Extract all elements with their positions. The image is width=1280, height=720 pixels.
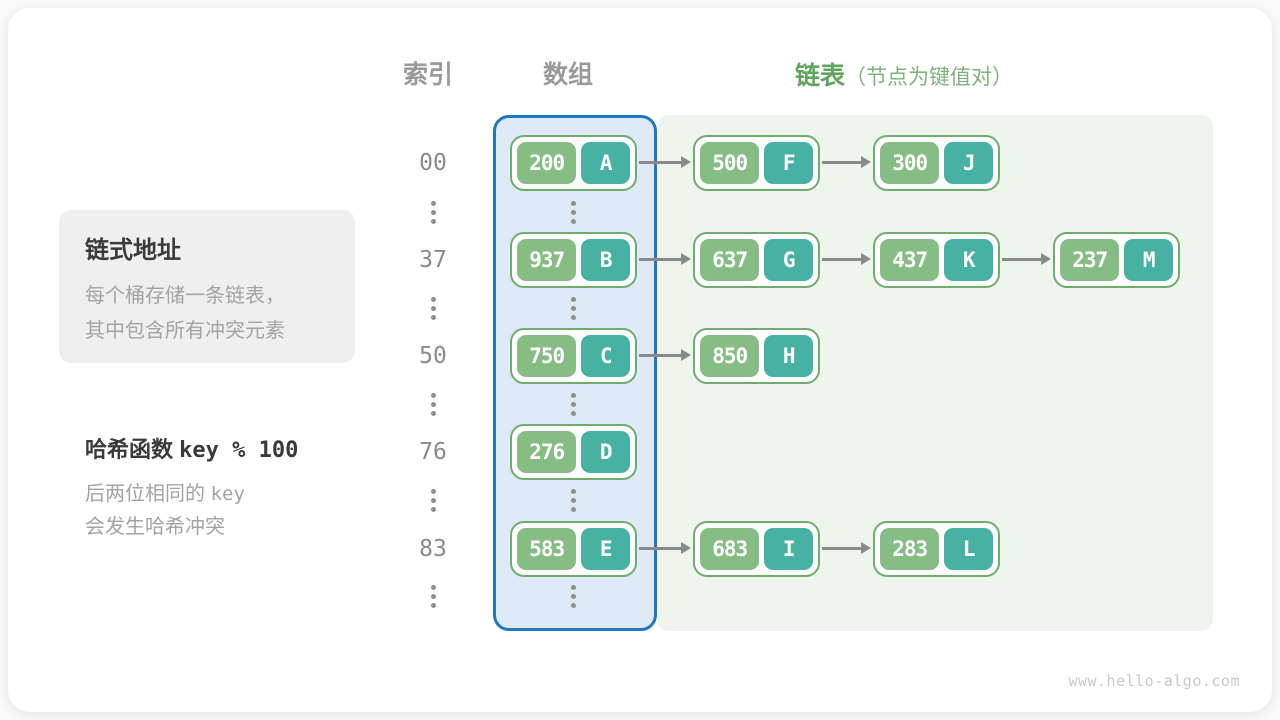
hash-note-line1: 后两位相同的 key — [85, 483, 245, 505]
hash-node-750C: 750 C — [510, 328, 637, 384]
hash-node-937B: 937 B — [510, 232, 637, 288]
node-key: 750 — [517, 335, 577, 377]
column-header-list: 链表（节点为键值对） — [795, 56, 1013, 92]
node-value: I — [764, 528, 813, 570]
vertical-ellipsis-icon — [570, 393, 576, 416]
vertical-ellipsis-icon — [430, 393, 436, 416]
node-value: M — [1124, 239, 1173, 281]
arrow-icon — [639, 156, 691, 168]
vertical-ellipsis-icon — [430, 489, 436, 512]
hash-node-437K: 437 K — [873, 232, 1000, 288]
info-card-chaining: 链式地址 每个桶存储一条链表， 其中包含所有冲突元素 — [59, 210, 355, 363]
node-value: J — [944, 142, 993, 184]
info-card-body: 每个桶存储一条链表， 其中包含所有冲突元素 — [85, 279, 355, 349]
node-key: 683 — [700, 528, 760, 570]
arrow-icon — [639, 542, 691, 554]
hash-note-body: 后两位相同的 key 会发生哈希冲突 — [85, 478, 298, 544]
node-key: 583 — [517, 528, 577, 570]
hash-function-note: 哈希函数 key % 100 后两位相同的 key 会发生哈希冲突 — [85, 432, 298, 544]
index-label-76: 76 — [419, 439, 447, 465]
node-key: 300 — [880, 142, 940, 184]
arrow-icon — [1002, 253, 1051, 265]
column-header-index: 索引 — [402, 61, 453, 89]
hash-node-237M: 237 M — [1053, 232, 1180, 288]
node-key: 283 — [880, 528, 940, 570]
node-value: H — [764, 335, 813, 377]
hash-note-title-code: key % 100 — [179, 438, 299, 463]
hash-node-683I: 683 I — [693, 521, 820, 577]
hash-node-637G: 637 G — [693, 232, 820, 288]
hash-note-title-text: 哈希函数 — [85, 437, 180, 462]
vertical-ellipsis-icon — [430, 297, 436, 320]
info-card-line1: 每个桶存储一条链表， — [85, 285, 285, 307]
node-key: 437 — [880, 239, 940, 281]
hash-node-500F: 500 F — [693, 135, 820, 191]
arrow-icon — [639, 349, 691, 361]
arrow-icon — [822, 542, 871, 554]
hash-node-276D: 276 D — [510, 424, 637, 480]
column-header-array: 数组 — [542, 61, 593, 89]
node-key: 850 — [700, 335, 760, 377]
index-label-50: 50 — [419, 343, 447, 369]
node-key: 276 — [517, 431, 577, 473]
node-key: 637 — [700, 239, 760, 281]
node-value: L — [944, 528, 993, 570]
node-key: 200 — [517, 142, 577, 184]
hash-node-200A: 200 A — [510, 135, 637, 191]
node-key: 500 — [700, 142, 760, 184]
node-value: B — [581, 239, 630, 281]
arrow-icon — [639, 253, 691, 265]
hash-note-title: 哈希函数 key % 100 — [85, 432, 298, 464]
watermark: www.hello-algo.com — [1068, 672, 1240, 690]
vertical-ellipsis-icon — [430, 585, 436, 608]
vertical-ellipsis-icon — [570, 201, 576, 224]
index-label-00: 00 — [419, 150, 447, 176]
vertical-ellipsis-icon — [570, 297, 576, 320]
node-key: 937 — [517, 239, 577, 281]
node-value: D — [581, 431, 630, 473]
node-value: C — [581, 335, 630, 377]
info-card-title: 链式地址 — [85, 237, 181, 264]
index-label-37: 37 — [419, 247, 447, 273]
node-value: A — [581, 142, 630, 184]
node-value: E — [581, 528, 630, 570]
node-value: K — [944, 239, 993, 281]
hash-note-line2: 会发生哈希冲突 — [85, 516, 225, 538]
arrow-icon — [822, 156, 871, 168]
info-card-line2: 其中包含所有冲突元素 — [85, 320, 285, 342]
hash-node-283L: 283 L — [873, 521, 1000, 577]
node-value: F — [764, 142, 813, 184]
list-header-note: （节点为键值对） — [845, 66, 1014, 89]
vertical-ellipsis-icon — [430, 201, 436, 224]
vertical-ellipsis-icon — [570, 585, 576, 608]
vertical-ellipsis-icon — [570, 489, 576, 512]
list-header-label: 链表 — [795, 62, 846, 90]
node-key: 237 — [1060, 239, 1120, 281]
node-value: G — [764, 239, 813, 281]
arrow-icon — [822, 253, 871, 265]
hash-node-583E: 583 E — [510, 521, 637, 577]
index-label-83: 83 — [419, 536, 447, 562]
hash-node-300J: 300 J — [873, 135, 1000, 191]
hash-node-850H: 850 H — [693, 328, 820, 384]
